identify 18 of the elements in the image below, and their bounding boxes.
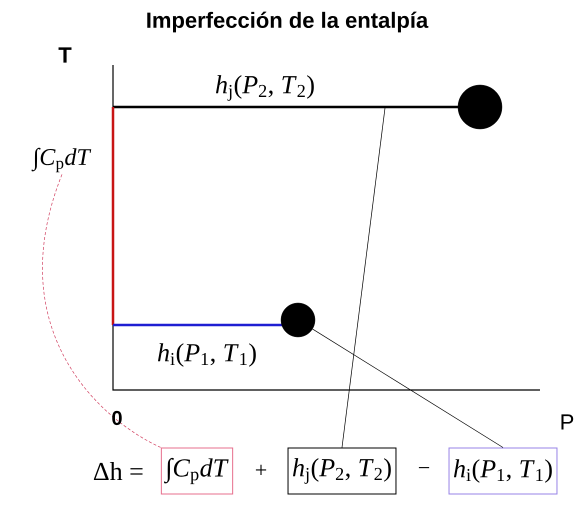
curve-label: h$_{i}$(P$_{1}$, T$_{1}$) xyxy=(158,343,256,367)
formula-box: ∫C$_{p}$dT xyxy=(160,448,234,494)
state-point xyxy=(280,302,316,338)
axis-label: T xyxy=(58,47,72,63)
formula-box: h$_{i}$(P$_{1}$, T$_{1}$) xyxy=(448,448,558,494)
formula-text: Δh = xyxy=(94,462,143,480)
integral-label: ∫C$_{p}$dT xyxy=(32,148,92,172)
leader-line xyxy=(312,328,504,448)
axis-label: 0 xyxy=(112,410,122,426)
leader-line xyxy=(342,108,386,448)
operator-sign: + xyxy=(256,464,266,476)
state-point xyxy=(458,84,502,130)
formula-box: h$_{j}$(P$_{2}$, T$_{2}$) xyxy=(288,448,396,494)
operator-sign: − xyxy=(418,467,430,468)
leader-line xyxy=(42,174,162,448)
axis-label: P xyxy=(561,414,574,430)
title: Imperfección de la entalpía xyxy=(147,12,428,32)
curve-label: h$_{j}$(P$_{2}$, T$_{2}$) xyxy=(216,75,314,101)
